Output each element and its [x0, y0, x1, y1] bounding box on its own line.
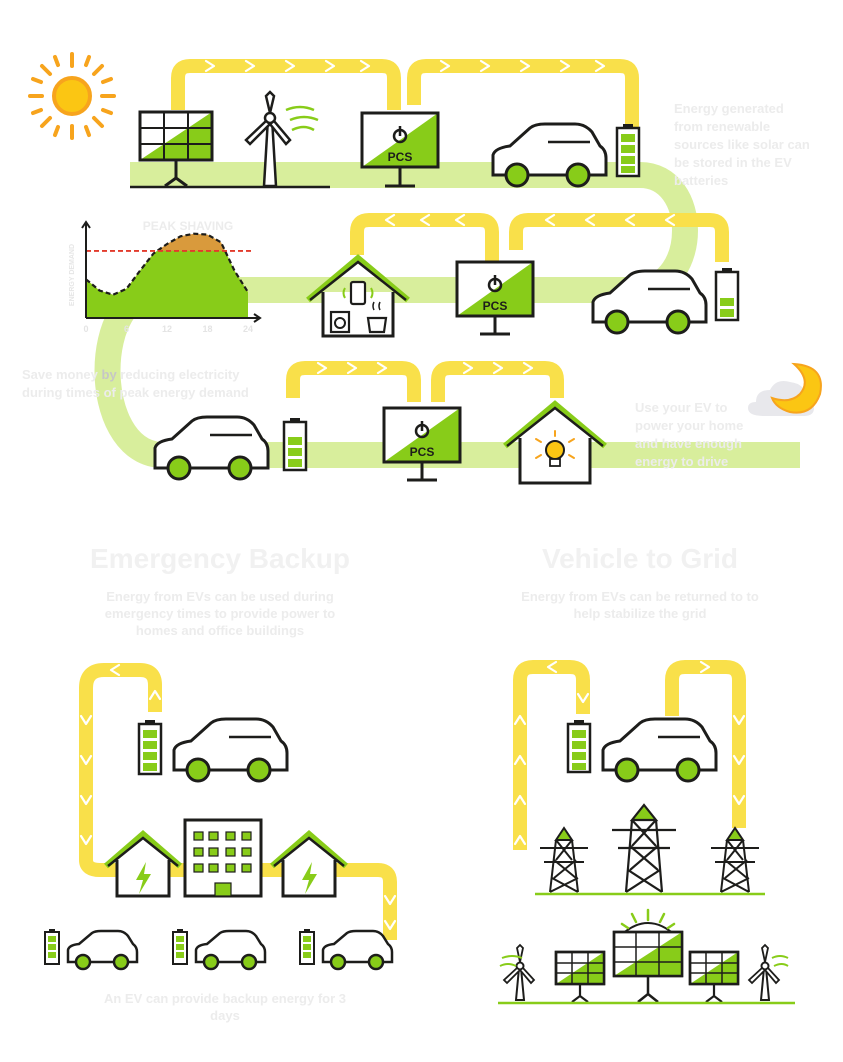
- transmission-tower-icon-2: [612, 803, 676, 893]
- solar-panel-icon-4: [688, 950, 740, 1003]
- x-tick-label: 6: [124, 324, 129, 334]
- wind-turbine-icon-3: [747, 943, 789, 1001]
- pcs-unit-icon: [360, 111, 440, 188]
- vehicle-to-grid-title: Vehicle to Grid: [541, 543, 739, 574]
- x-tick-label: 24: [243, 324, 253, 334]
- chart-title: PEAK SHAVING: [143, 219, 233, 233]
- energy-arc-1: [171, 59, 401, 110]
- solar-panel-icon-2: [554, 950, 606, 1003]
- moon-cloud-icon: [748, 362, 822, 416]
- electric-car-icon-4: [172, 717, 289, 783]
- ev-home-caption: Use your EV to power your home and have …: [635, 400, 744, 469]
- vehicle-to-grid-description: Energy from EVs can be returned to to he…: [521, 589, 759, 621]
- energy-arc-3: [350, 213, 499, 262]
- solar-panel-icon: [138, 110, 214, 188]
- pcs-label: PCS: [388, 150, 413, 164]
- emergency-backup-description: Energy from EVs can be used during emerg…: [104, 589, 336, 638]
- transmission-tower-icon-3: [711, 826, 759, 893]
- electric-car-icon-2: [591, 269, 708, 335]
- electric-car-icon: [491, 122, 608, 188]
- energy-arc-2: [407, 59, 639, 160]
- wind-turbine-icon-2: [499, 943, 536, 1001]
- electric-car-icon-3: [153, 415, 270, 481]
- office-building-icon: [183, 818, 263, 898]
- wind-turbine-icon: [244, 90, 319, 188]
- peak-shaving-chart: 0 6 12 18 24 ENERGY DEMAND PEAK SHAVING: [69, 219, 262, 334]
- battery-icon-2: [714, 268, 740, 322]
- pcs-label-3: PCS: [410, 445, 435, 459]
- x-tick-label: 12: [162, 324, 172, 334]
- house-bolt-icon: [104, 830, 182, 898]
- x-tick-label: 18: [202, 324, 212, 334]
- emergency-backup-title: Emergency Backup: [90, 543, 350, 574]
- solar-panel-icon-3: [612, 908, 684, 1003]
- pcs-unit-icon-2: [455, 260, 535, 336]
- y-axis-arrow: [81, 220, 91, 229]
- small-ev-1: [44, 929, 139, 971]
- energy-arc-5: [286, 361, 421, 402]
- renewable-storage-caption: Energy generated from renewable sources …: [674, 101, 810, 188]
- emergency-backup-footnote: An EV can provide backup energy for 3 da…: [103, 991, 346, 1023]
- energy-arc-4: [509, 213, 729, 262]
- house-lightbulb-icon: [503, 400, 607, 485]
- y-axis-label: ENERGY DEMAND: [69, 244, 76, 306]
- battery-icon: [615, 124, 641, 178]
- pcs-unit-icon-3: [382, 406, 462, 482]
- emergency-energy-path: [79, 663, 397, 940]
- battery-icon-5: [566, 720, 592, 774]
- demand-curve: [85, 232, 249, 296]
- demand-area-shaved: [86, 250, 248, 318]
- small-ev-group: [44, 929, 394, 971]
- v2g-energy-path: [513, 660, 746, 850]
- energy-arc-6: [431, 361, 564, 402]
- small-ev-2: [172, 929, 267, 971]
- renewables-row: [498, 908, 795, 1005]
- house-appliances-icon: [306, 254, 410, 338]
- peak-shaving-caption: Save money by reducing electricity durin…: [22, 367, 249, 400]
- sun-icon: [28, 52, 116, 140]
- battery-icon-4: [137, 720, 163, 776]
- electric-car-icon-5: [601, 717, 718, 783]
- pcs-label-2: PCS: [483, 299, 508, 313]
- small-ev-3: [299, 929, 394, 971]
- house-bolt-icon-2: [270, 830, 348, 898]
- x-axis-arrow: [253, 313, 262, 323]
- battery-icon-3: [282, 418, 308, 472]
- x-tick-label: 0: [83, 324, 88, 334]
- transmission-tower-icon-1: [540, 826, 588, 893]
